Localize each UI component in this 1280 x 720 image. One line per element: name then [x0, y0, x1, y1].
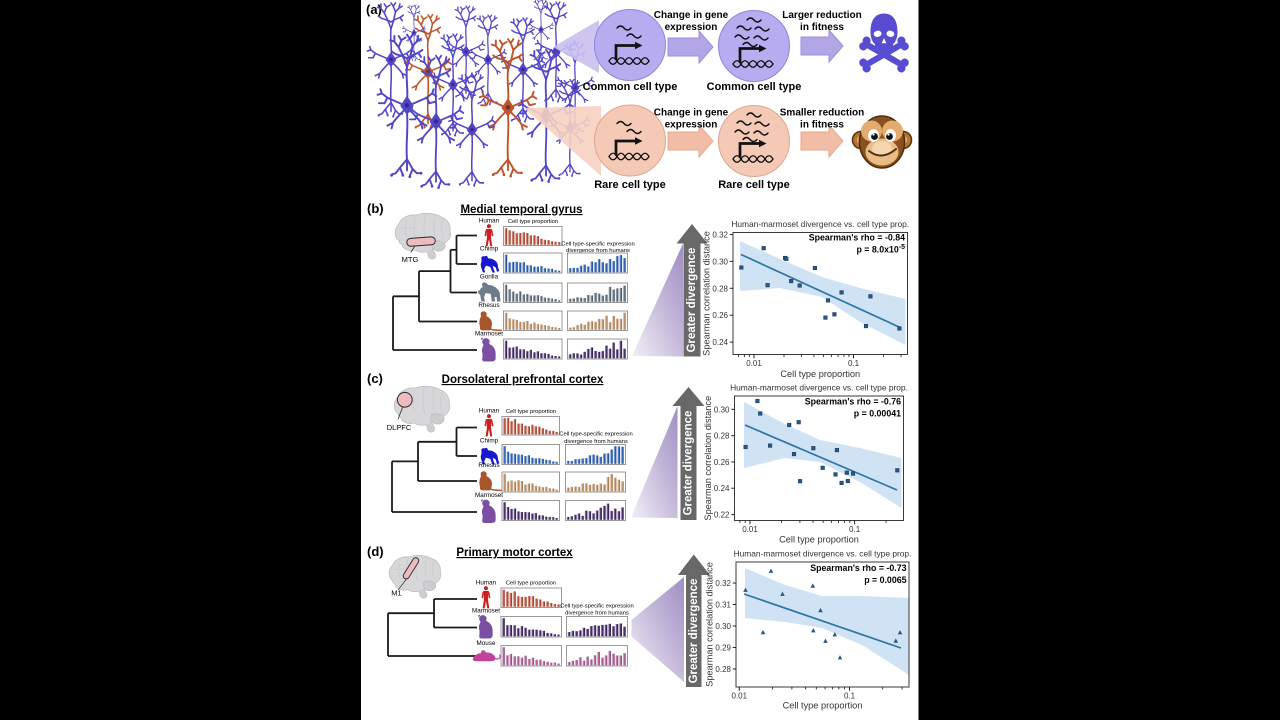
svg-text:Marmoset: Marmoset — [475, 492, 503, 499]
svg-text:DLPFC: DLPFC — [387, 423, 412, 432]
svg-text:0.1: 0.1 — [849, 525, 861, 534]
svg-text:Human-marmoset divergence vs.: Human-marmoset divergence vs. cell type … — [734, 549, 912, 559]
svg-text:Cell type-specific expression: Cell type-specific expression — [561, 242, 634, 248]
svg-text:Cell type-specific expression: Cell type-specific expression — [559, 432, 632, 438]
svg-text:Spearman's rho = -0.76: Spearman's rho = -0.76 — [805, 397, 901, 407]
svg-text:0.32: 0.32 — [712, 231, 728, 240]
svg-text:Medial temporal gyrus: Medial temporal gyrus — [460, 204, 582, 216]
svg-text:0.30: 0.30 — [712, 257, 728, 266]
svg-text:0.29: 0.29 — [715, 644, 731, 653]
svg-text:Human-marmoset divergence vs.: Human-marmoset divergence vs. cell type … — [730, 383, 908, 393]
svg-text:Gorilla: Gorilla — [480, 274, 499, 281]
svg-text:0.22: 0.22 — [714, 511, 730, 520]
svg-text:Cell type-specific expression: Cell type-specific expression — [560, 604, 633, 610]
svg-text:p = 0.0065: p = 0.0065 — [864, 575, 906, 585]
svg-text:Rare cell type: Rare cell type — [718, 179, 790, 191]
svg-text:0.01: 0.01 — [746, 359, 762, 368]
svg-text:expression: expression — [665, 22, 718, 33]
svg-text:Marmoset: Marmoset — [475, 331, 503, 338]
svg-text:Change in gene: Change in gene — [654, 10, 729, 21]
svg-text:in fitness: in fitness — [800, 22, 844, 33]
svg-text:(b): (b) — [367, 201, 384, 216]
svg-text:Chimp: Chimp — [480, 438, 499, 445]
svg-text:Rhesus: Rhesus — [478, 302, 499, 309]
svg-text:0.01: 0.01 — [732, 692, 748, 701]
svg-text:Cell type proportion: Cell type proportion — [508, 219, 558, 225]
svg-text:0.26: 0.26 — [714, 458, 730, 467]
svg-text:0.26: 0.26 — [712, 311, 728, 320]
svg-text:divergence from humans: divergence from humans — [566, 248, 630, 254]
svg-text:Spearman correlation distance: Spearman correlation distance — [703, 396, 713, 521]
svg-text:Dorsolateral prefrontal cortex: Dorsolateral prefrontal cortex — [442, 374, 604, 386]
svg-text:Common cell type: Common cell type — [707, 81, 802, 93]
svg-text:0.31: 0.31 — [715, 601, 731, 610]
svg-text:0.01: 0.01 — [742, 525, 758, 534]
svg-text:divergence from humans: divergence from humans — [564, 439, 628, 445]
svg-text:Larger reduction: Larger reduction — [782, 10, 861, 21]
svg-text:Change in gene: Change in gene — [654, 108, 729, 119]
svg-text:divergence from humans: divergence from humans — [565, 611, 629, 617]
svg-text:Cell type proportion: Cell type proportion — [779, 535, 859, 545]
svg-text:Human: Human — [479, 408, 500, 415]
svg-text:Smaller reduction: Smaller reduction — [780, 108, 864, 119]
svg-text:0.1: 0.1 — [844, 692, 856, 701]
svg-text:(c): (c) — [367, 371, 383, 386]
svg-text:Greater divergence: Greater divergence — [683, 411, 695, 516]
svg-text:Greater divergence: Greater divergence — [688, 579, 700, 684]
svg-text:Cell type proportion: Cell type proportion — [783, 701, 863, 711]
svg-text:Cell type proportion: Cell type proportion — [780, 369, 860, 379]
svg-text:Chimp: Chimp — [480, 246, 499, 253]
svg-text:(d): (d) — [367, 544, 384, 559]
svg-text:Primary motor cortex: Primary motor cortex — [456, 547, 573, 559]
svg-text:p = 0.00041: p = 0.00041 — [854, 409, 901, 419]
svg-text:MTG: MTG — [402, 255, 419, 264]
svg-text:Human-marmoset divergence vs.: Human-marmoset divergence vs. cell type … — [731, 219, 909, 229]
svg-text:(a): (a) — [366, 2, 382, 17]
svg-text:Rare cell type: Rare cell type — [594, 179, 666, 191]
svg-text:0.30: 0.30 — [714, 405, 730, 414]
svg-text:0.1: 0.1 — [848, 359, 860, 368]
svg-text:Human: Human — [476, 580, 497, 587]
svg-text:0.28: 0.28 — [712, 284, 728, 293]
svg-text:Spearman's rho = -0.73: Spearman's rho = -0.73 — [810, 563, 906, 573]
svg-text:Cell type proportion: Cell type proportion — [506, 409, 556, 415]
svg-text:0.24: 0.24 — [712, 338, 728, 347]
svg-text:in fitness: in fitness — [800, 120, 844, 131]
svg-text:0.24: 0.24 — [714, 484, 730, 493]
svg-text:0.28: 0.28 — [715, 665, 731, 674]
svg-text:Mouse: Mouse — [477, 640, 496, 647]
svg-text:0.32: 0.32 — [715, 579, 731, 588]
svg-text:p = 8.0x10-5: p = 8.0x10-5 — [856, 244, 905, 255]
svg-text:Spearman's rho = -0.84: Spearman's rho = -0.84 — [809, 233, 905, 243]
svg-text:Cell type proportion: Cell type proportion — [506, 581, 556, 587]
svg-text:0.28: 0.28 — [714, 432, 730, 441]
svg-text:M1: M1 — [391, 589, 401, 598]
svg-text:expression: expression — [665, 120, 718, 131]
svg-text:Marmoset: Marmoset — [472, 608, 500, 615]
svg-text:Spearman correlation distance: Spearman correlation distance — [705, 562, 715, 687]
svg-text:Greater divergence: Greater divergence — [686, 248, 698, 353]
svg-text:Common cell type: Common cell type — [583, 81, 678, 93]
svg-text:Spearman correlation distance: Spearman correlation distance — [702, 231, 712, 356]
svg-text:0.30: 0.30 — [715, 622, 731, 631]
svg-text:Rhesus: Rhesus — [478, 462, 499, 469]
svg-text:Human: Human — [479, 218, 500, 225]
